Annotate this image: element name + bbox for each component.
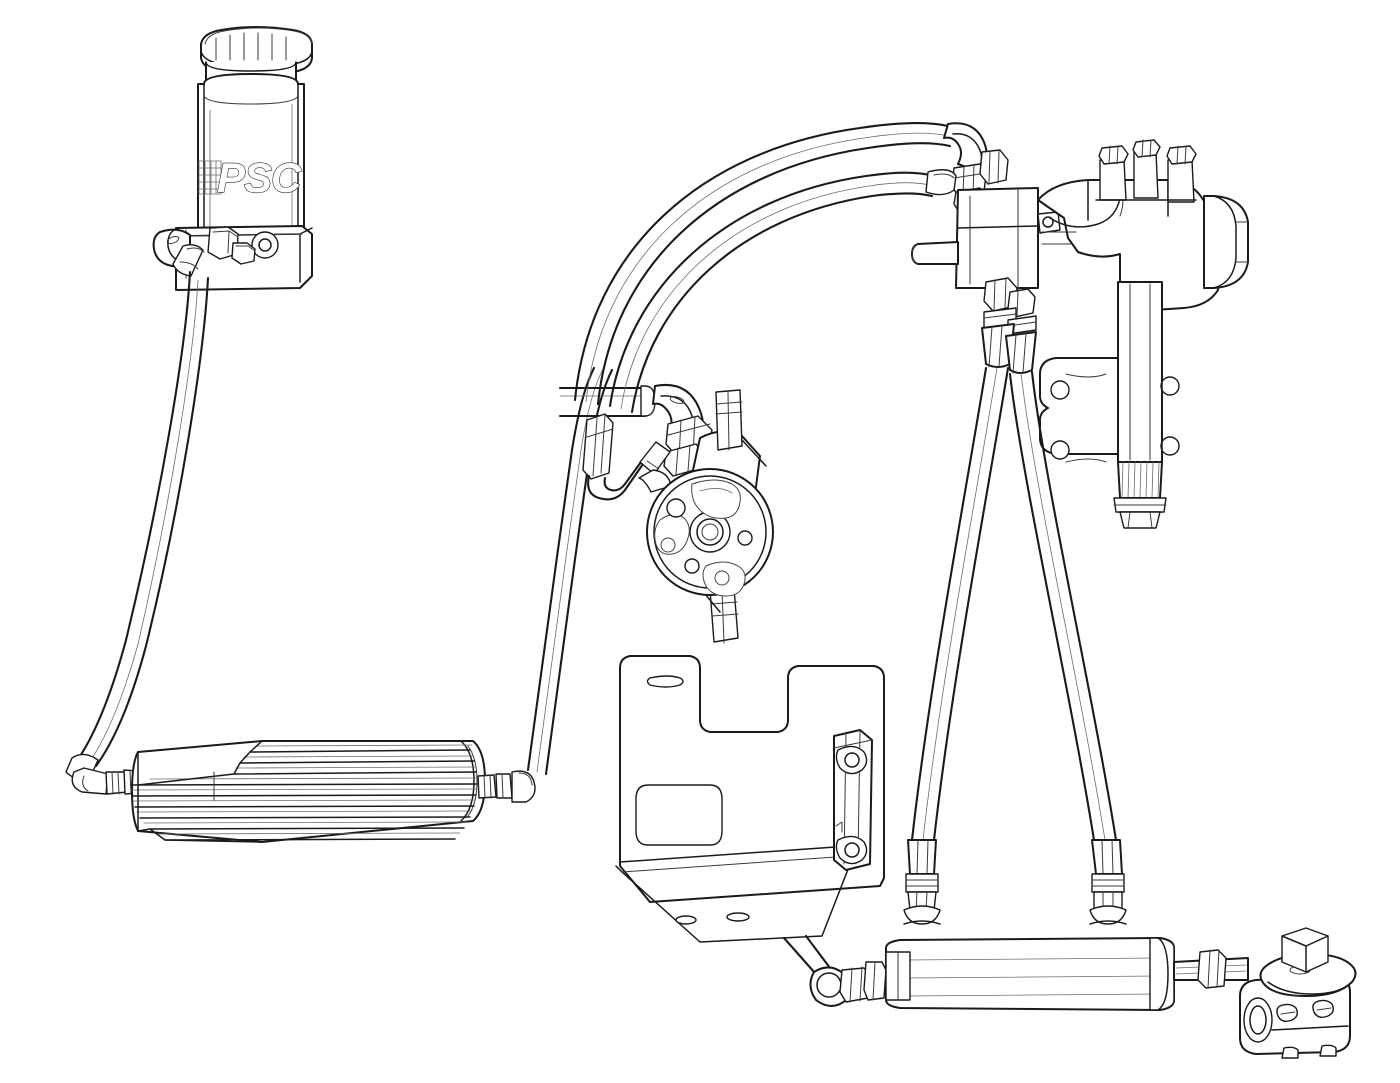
- pump-hole-1: [666, 498, 686, 518]
- base-boss: [251, 231, 279, 259]
- pump-return-line: [582, 413, 672, 501]
- cooler-left-fitting: [71, 767, 141, 795]
- bracket-hole-b: [726, 912, 750, 922]
- ram-left-ferrule: [905, 873, 939, 893]
- hose-gearbox-to-ram-pair: [910, 366, 1118, 842]
- outlet-hose-clamp: [172, 243, 204, 277]
- ram-rear-clevis: [809, 961, 887, 1007]
- bracket-large-hole: [635, 784, 723, 846]
- gearbox-end-cap: [1203, 195, 1249, 289]
- reservoir-base: [152, 225, 313, 291]
- gearbox-housing: [1037, 139, 1249, 529]
- clamp-bore: [1243, 997, 1273, 1043]
- reservoir-body: [197, 73, 305, 251]
- gearbox-hose-ports: [981, 277, 1037, 374]
- cooler-right-nut: [495, 773, 513, 799]
- pump-hole-2: [737, 530, 753, 546]
- pump-hole-3: [684, 558, 700, 574]
- pump-assembly: [558, 384, 774, 644]
- reservoir-assembly: PSC: [152, 26, 313, 291]
- hose-crimp-right: [1005, 331, 1037, 374]
- hose-pump-to-gearbox-pair: [573, 122, 952, 414]
- hose-cooler-to-pump: [526, 366, 614, 776]
- ram-end-collar: [1149, 937, 1175, 1011]
- psc-logo: PSC: [198, 153, 304, 202]
- pitman-shaft: [1113, 461, 1167, 529]
- gearbox-sector-bore: [1117, 281, 1163, 463]
- gearbox-assembly: [911, 139, 1249, 529]
- ram-hose-end-right: [1089, 839, 1127, 925]
- pump-mounting-ears: [699, 389, 767, 644]
- ram-piston-rod: [1173, 949, 1249, 989]
- cooler-right-fitting: [477, 770, 536, 803]
- ram-hose-end-left: [903, 839, 941, 925]
- psc-logo-text: PSC: [217, 154, 302, 201]
- clamp-hex-bolt: [1281, 927, 1329, 973]
- clamp-bolt-bottom: [835, 835, 868, 865]
- ram-right-port-seat: [1089, 905, 1127, 925]
- ram-mounting-bracket: [615, 655, 885, 992]
- gearbox-inlet-b: [925, 149, 1009, 196]
- cooler-assembly: [71, 740, 536, 843]
- pump-elbow-small: [639, 441, 671, 475]
- rod-end-clamp: [1239, 927, 1357, 1059]
- bracket-side-clamp: [833, 729, 873, 871]
- logo-hatch-block: [198, 160, 222, 195]
- ram-left-port-seat: [903, 905, 941, 925]
- gearbox-control-valve: [911, 187, 1061, 291]
- ram-barrel: [885, 920, 1175, 1011]
- ram-cylinder-assembly: [809, 920, 1357, 1059]
- valve-input-shaft: [911, 241, 959, 265]
- cooler-fin-body: [130, 740, 486, 843]
- clamp-bolt-top: [835, 745, 868, 775]
- gearbox-mount-flange: [1039, 357, 1180, 463]
- gearbox-top-bolts: [1095, 139, 1197, 203]
- ram-right-ferrule: [1091, 873, 1125, 893]
- pitman-nut: [1119, 511, 1161, 529]
- rod-jam-nut: [1197, 949, 1227, 989]
- bracket-slot: [646, 675, 684, 688]
- bracket-hole-a: [675, 915, 697, 925]
- pump-face: [646, 468, 774, 597]
